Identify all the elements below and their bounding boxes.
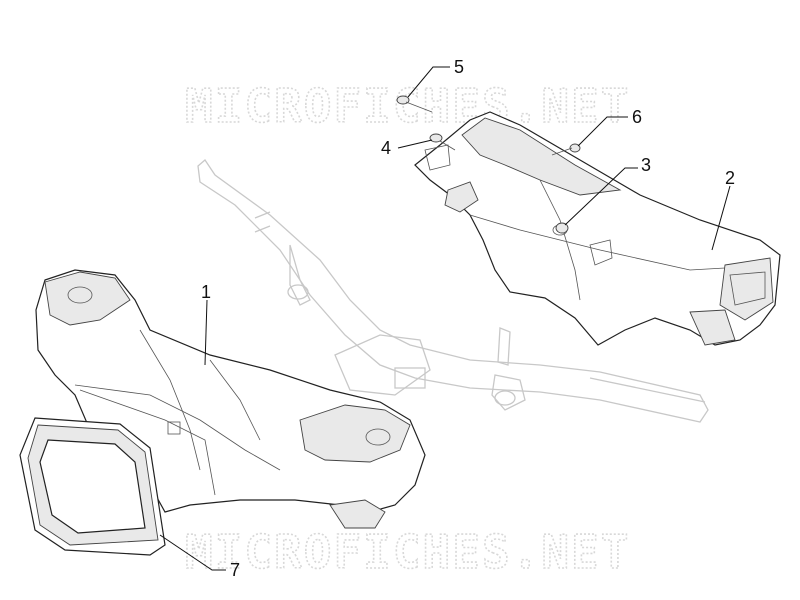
screw-part-5 — [396, 95, 433, 113]
screw-part-4 — [429, 133, 456, 151]
callouts: 1 2 3 4 5 6 7 — [201, 57, 735, 580]
callout-7: 7 — [230, 560, 240, 580]
clip-part-3 — [555, 222, 569, 234]
leader-3 — [564, 167, 638, 226]
leader-4 — [397, 139, 433, 149]
leader-1 — [204, 299, 208, 366]
callout-6: 6 — [632, 107, 642, 127]
leader-lines — [159, 66, 731, 571]
callout-3: 3 — [641, 155, 651, 175]
callout-5: 5 — [454, 57, 464, 77]
headlight-lens — [19, 417, 166, 556]
leader-7 — [159, 534, 226, 571]
watermark-bottom: MICROFICHES.NET — [185, 525, 630, 579]
callout-4: 4 — [381, 138, 391, 158]
leader-2 — [711, 185, 731, 251]
handlebar-tube-ghost — [197, 159, 709, 423]
callout-2: 2 — [725, 168, 735, 188]
rear-handlebar-cover — [414, 111, 781, 346]
callout-1: 1 — [201, 282, 211, 302]
leader-5 — [407, 66, 450, 98]
watermark-top: MICROFICHES.NET — [185, 79, 630, 133]
screw-part-6 — [551, 143, 581, 156]
leader-6 — [577, 116, 628, 147]
